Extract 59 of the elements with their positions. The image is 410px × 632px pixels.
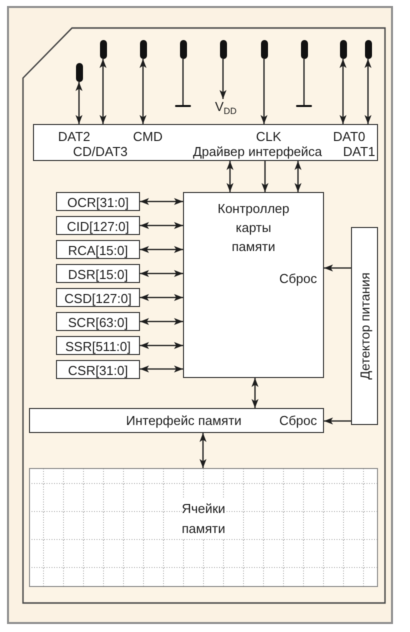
register-block	[56, 240, 140, 259]
pin-label: CMD	[133, 129, 163, 144]
pin-label: DAT2	[58, 129, 90, 144]
double-arrow	[140, 59, 146, 124]
arrow	[324, 418, 351, 424]
connector-line	[182, 59, 184, 105]
double-arrow	[364, 59, 372, 124]
register-block	[56, 360, 140, 379]
arrow	[260, 59, 268, 124]
interface-block	[29, 408, 324, 433]
arrow	[220, 59, 226, 99]
register-block	[56, 288, 140, 307]
pin-label: CD/DAT3	[73, 144, 128, 159]
register-label: CID[127:0]	[66, 218, 130, 234]
detector-block	[351, 227, 378, 425]
arrow	[262, 161, 268, 192]
block-title: Детектор питания	[357, 272, 372, 380]
double-arrow	[200, 433, 206, 468]
block-title: Интерфейс памяти	[126, 413, 242, 428]
double-arrow	[140, 246, 183, 253]
controller-block	[183, 192, 324, 378]
register-block	[56, 336, 140, 355]
double-arrow	[140, 270, 183, 277]
register-label: SSR[511:0]	[65, 338, 131, 354]
arrow	[324, 264, 351, 272]
double-arrow	[140, 342, 183, 349]
double-arrow	[140, 318, 183, 325]
block-title: Контроллер карты памяти	[218, 200, 290, 256]
double-arrow	[140, 294, 183, 301]
register-label: CSD[127:0]	[64, 290, 132, 306]
register-block	[56, 312, 140, 331]
register-label: RCA[15:0]	[68, 242, 128, 258]
pin-label: DAT1	[343, 144, 376, 159]
double-arrow	[100, 59, 106, 124]
register-block	[56, 192, 140, 211]
double-arrow	[140, 198, 183, 205]
double-arrow	[252, 378, 258, 408]
register-block	[56, 216, 140, 235]
reset-label: Сброс	[279, 271, 317, 286]
register-block	[56, 264, 140, 283]
block-title: Драйвер интерфейса	[193, 144, 322, 159]
connector-line	[303, 59, 305, 105]
pin-label: DAT0	[333, 129, 366, 144]
double-arrow	[340, 59, 346, 124]
pin-label: CLK	[256, 129, 282, 144]
block-title: Ячейки памяти	[182, 499, 226, 539]
driver-block	[33, 124, 378, 161]
double-arrow	[140, 366, 183, 372]
double-arrow	[140, 222, 183, 229]
supply-label: V$_{DD}$	[215, 99, 237, 119]
double-arrow	[294, 161, 302, 192]
reset-label: Сброс	[279, 413, 317, 428]
double-arrow	[226, 161, 234, 192]
register-label: SCR[63:0]	[68, 314, 128, 330]
register-label: CSR[31:0]	[68, 362, 128, 378]
double-arrow	[76, 82, 82, 124]
register-label: OCR[31:0]	[67, 194, 129, 210]
register-label: DSR[15:0]	[68, 266, 128, 282]
memory-array	[29, 468, 378, 587]
